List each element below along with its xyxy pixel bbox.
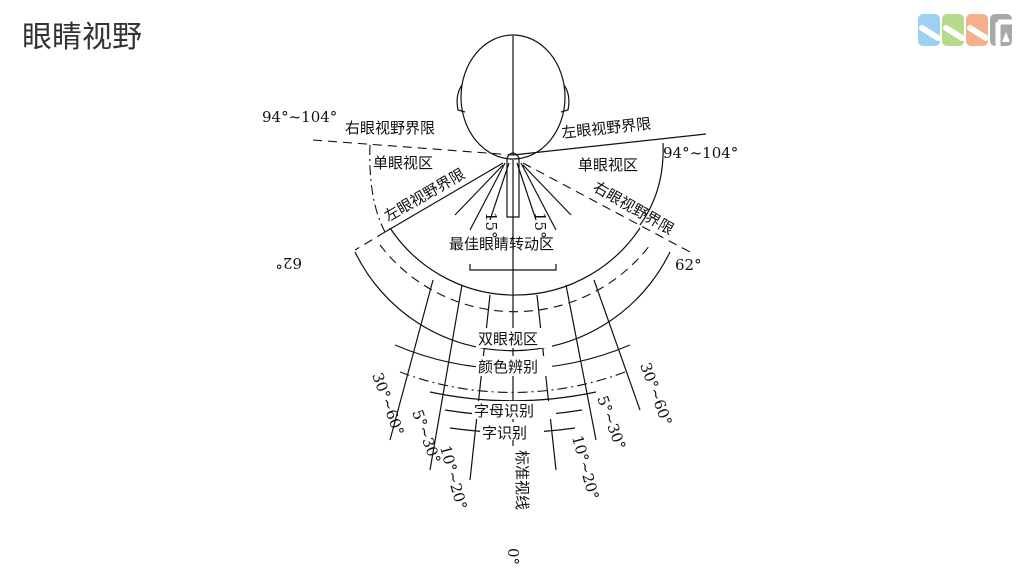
mono-zone-left: 单眼视区 — [373, 154, 433, 172]
binocular-zone: 双眼视区 — [478, 330, 538, 348]
angle-30-60-right: 30°~60° — [636, 360, 675, 428]
right-limit-angle: 94°~104° — [262, 108, 337, 126]
right-eye-limit-label: 右眼视野界限 — [345, 119, 435, 137]
page-title: 眼睛视野 — [22, 20, 142, 55]
angle-15-left: 15° — [482, 212, 500, 239]
angle-62-left: 62° — [275, 254, 302, 272]
cssf-logo — [918, 14, 1012, 46]
word-recognition: 字识别 — [482, 424, 527, 442]
color-discrimination: 颜色辨别 — [478, 358, 538, 376]
arc-62 — [354, 251, 671, 352]
angle-5-30-right: 5°~30° — [593, 393, 629, 452]
angle-10-20-left: 10°~20° — [436, 443, 470, 511]
letter-recognition: 字母识别 — [474, 402, 534, 420]
angle-10-20-right: 10°~20° — [568, 433, 602, 501]
right-eye-limit-line — [312, 139, 514, 156]
left-limit-angle: 94°~104° — [663, 144, 738, 162]
zero-degree: 0° — [504, 548, 522, 565]
mono-zone-right: 单眼视区 — [578, 156, 638, 174]
left-eye-limit-line — [512, 133, 707, 156]
angle-62-right: 62° — [675, 256, 702, 274]
standard-line-label: 标准视线 — [513, 450, 531, 510]
angle-15-right: 15° — [531, 212, 549, 239]
right-eye-limit-lower: 右眼视野界限 — [590, 178, 677, 239]
angle-30-60-left: 30°~60° — [368, 370, 407, 438]
left-eye-limit-lower: 左眼视野界限 — [381, 165, 468, 226]
optimal-zone-label: 最佳眼睛转动区 — [449, 235, 554, 253]
left-eye-limit-label: 左眼视野界限 — [561, 115, 652, 142]
